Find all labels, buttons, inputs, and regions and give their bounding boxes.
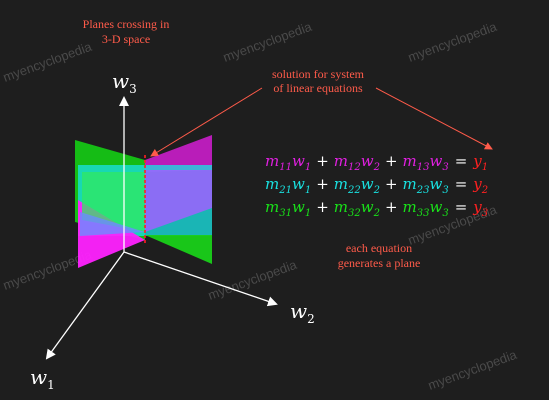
diagram-title-line-2: 3-D space xyxy=(102,32,150,46)
plane-magenta-back xyxy=(145,135,212,172)
equation-row-2: m21w1+m22w2+m23w3=y2 xyxy=(265,175,488,196)
equation-system: m11w1+m12w2+m13w3=y1 m21w1+m22w2+m23w3=y… xyxy=(265,152,488,219)
solution-note-line-1: solution for system xyxy=(272,67,365,81)
axis-w1 xyxy=(45,251,125,360)
plane-green-overlap xyxy=(82,172,145,232)
axis-w2 xyxy=(123,251,278,307)
equation-row-1: m11w1+m12w2+m13w3=y1 xyxy=(265,152,488,173)
axis-label-w2: w2 xyxy=(290,299,315,326)
plane-green-front xyxy=(145,235,212,264)
plane-note-line-1: each equation xyxy=(346,241,412,255)
watermark: myencyclopedia xyxy=(426,347,519,393)
solution-arrow-left xyxy=(150,87,263,157)
equation-row-3: m31w1+m32w2+m33w3=y3 xyxy=(265,198,488,219)
solution-arrow-right xyxy=(375,87,493,150)
diagram-title-line-1: Planes crossing in xyxy=(83,17,170,31)
watermark: myencyclopedia xyxy=(221,19,314,65)
watermark: myencyclopedia xyxy=(1,39,94,85)
plane-purple-overlap xyxy=(145,170,212,232)
axis-label-w1: w1 xyxy=(30,365,55,392)
axes-group: w3 w2 w1 xyxy=(30,69,315,392)
axis-label-w3: w3 xyxy=(112,69,137,96)
plane-note-line-2: generates a plane xyxy=(338,256,421,270)
planes-group xyxy=(75,135,212,268)
watermark: myencyclopedia xyxy=(406,19,499,65)
plane-blue-overlap xyxy=(80,212,145,236)
solution-note-line-2: of linear equations xyxy=(273,81,363,95)
